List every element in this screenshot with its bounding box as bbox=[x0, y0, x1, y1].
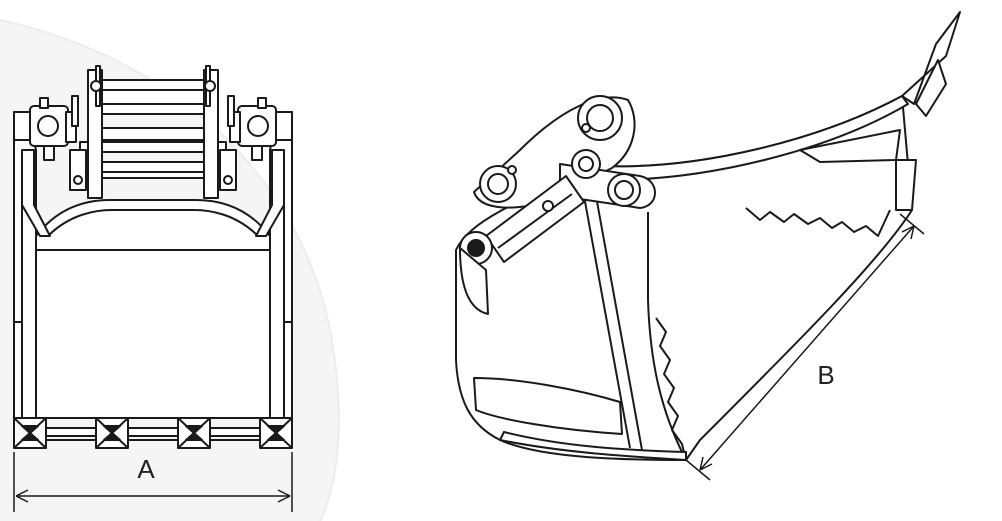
dimension-b bbox=[685, 213, 925, 481]
side-view-bucket bbox=[455, 11, 961, 461]
dimension-a-label: A bbox=[137, 454, 155, 484]
front-teeth bbox=[13, 417, 293, 449]
dimension-a bbox=[13, 452, 293, 512]
front-view-bucket bbox=[13, 65, 293, 449]
dimension-b-label: B bbox=[817, 360, 834, 390]
